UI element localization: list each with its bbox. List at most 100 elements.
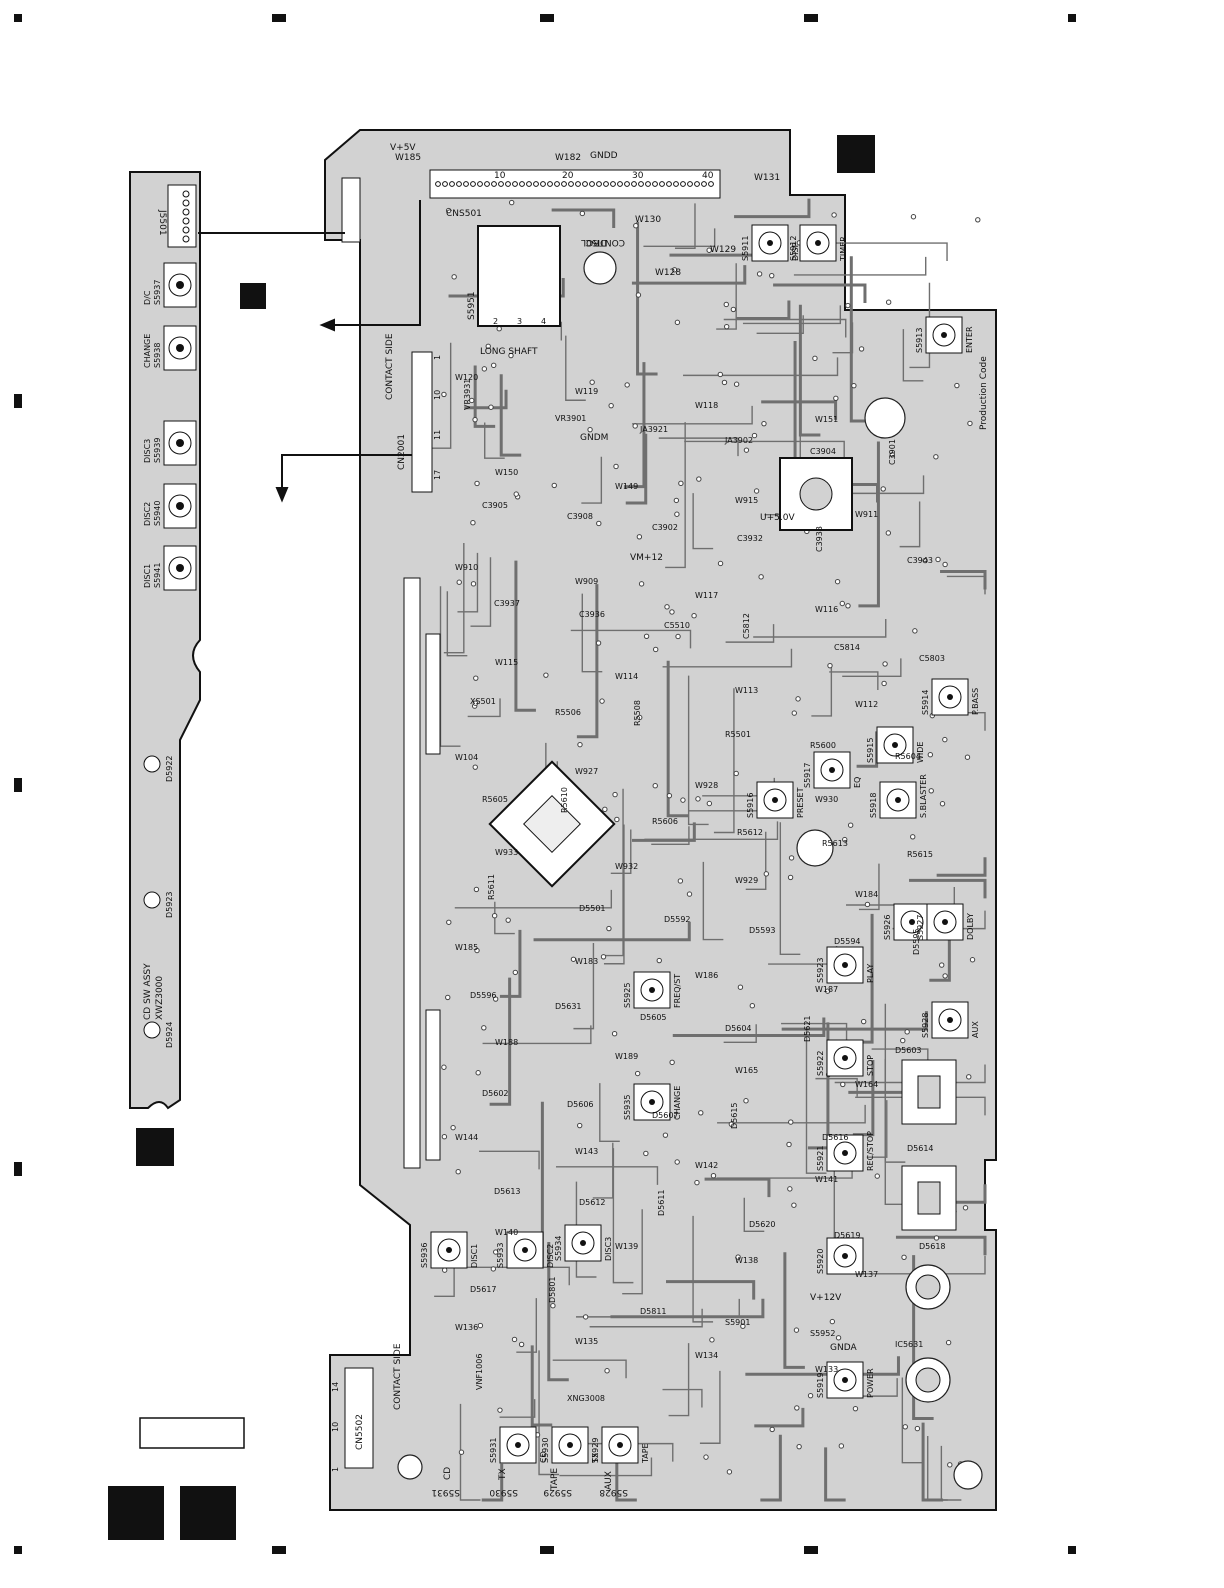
trace xyxy=(570,629,692,649)
via xyxy=(614,816,620,823)
main-switch-ref: S5919 xyxy=(816,1373,825,1398)
via xyxy=(769,272,775,279)
marker-square-d xyxy=(108,1486,164,1540)
trace xyxy=(482,1025,592,1045)
top-connector-pin xyxy=(596,181,602,187)
via xyxy=(858,346,865,352)
component-label: C5814 xyxy=(834,643,860,652)
jumper-label: W141 xyxy=(815,1175,838,1184)
via xyxy=(445,207,452,214)
component-label: C3933 xyxy=(815,526,824,552)
trace xyxy=(745,1356,900,1376)
via xyxy=(723,301,729,308)
trace xyxy=(723,1024,757,1043)
jumper-label: W116 xyxy=(815,605,838,614)
trace xyxy=(811,663,833,717)
via xyxy=(613,463,619,470)
via xyxy=(602,806,608,813)
via xyxy=(678,480,684,487)
component-label: C5510 xyxy=(664,621,690,630)
top-connector-pin xyxy=(526,181,532,187)
top-connector-pin xyxy=(491,181,497,187)
trace xyxy=(454,889,613,909)
top-label: W128 xyxy=(655,268,681,278)
trace xyxy=(734,198,811,219)
main-switch-name: REC/STOP xyxy=(866,1131,875,1171)
main-switch-name: TIMER xyxy=(839,236,848,262)
main-switch-name: WIDE xyxy=(916,742,925,763)
via xyxy=(664,604,670,610)
main-switch-name: CD xyxy=(539,1451,548,1463)
via xyxy=(831,212,837,218)
via xyxy=(696,476,702,482)
trace xyxy=(927,1435,948,1501)
component-label: R5605 xyxy=(482,795,508,804)
via xyxy=(686,891,693,897)
jumper-label: W915 xyxy=(735,496,758,505)
via xyxy=(751,432,758,439)
via xyxy=(441,391,447,398)
trace xyxy=(781,1011,928,1031)
via xyxy=(674,511,680,517)
via xyxy=(666,792,673,799)
component-label: D5593 xyxy=(749,926,776,935)
via xyxy=(796,1443,802,1450)
trace xyxy=(439,586,461,747)
main-switch: S5920 xyxy=(816,1237,864,1275)
main-switch-ref: S5928 xyxy=(921,1013,930,1038)
bottom-switch-ref-s5929: S5929 xyxy=(543,1487,572,1497)
via xyxy=(737,984,744,990)
via xyxy=(551,482,557,489)
via xyxy=(900,1037,906,1044)
via xyxy=(966,1074,972,1080)
via xyxy=(793,1327,800,1333)
via xyxy=(493,1249,499,1255)
main-switch-ref: S5935 xyxy=(623,1095,632,1120)
via xyxy=(669,1059,675,1066)
trace xyxy=(725,624,775,643)
component-label: VNF1006 xyxy=(475,1354,484,1390)
component-label: R5615 xyxy=(907,850,933,859)
trace xyxy=(912,1255,934,1421)
jumper-label: W117 xyxy=(695,591,718,600)
via xyxy=(472,416,478,423)
via xyxy=(753,488,760,494)
trace xyxy=(592,1142,614,1199)
component-label: R5508 xyxy=(633,700,642,726)
component-label: R5613 xyxy=(822,839,848,848)
component-label: D5617 xyxy=(470,1285,497,1294)
via xyxy=(942,973,948,979)
jack-ja3902-inner xyxy=(915,1367,941,1393)
trace xyxy=(581,593,603,673)
jumper-label: W928 xyxy=(695,781,718,790)
bottom-connector-pin-label: 10 xyxy=(331,1422,340,1432)
trace xyxy=(702,861,724,941)
top-label: W182 xyxy=(555,153,581,163)
via xyxy=(606,925,612,932)
mid-connector-pin-label: 10 xyxy=(433,390,442,400)
main-switch: S5926 xyxy=(883,903,931,941)
component-label: D5612 xyxy=(579,1198,606,1207)
trace xyxy=(736,300,791,320)
via xyxy=(643,633,650,639)
via xyxy=(473,675,479,681)
main-switch-ref: S5927 xyxy=(916,915,925,940)
mid-connector xyxy=(411,351,433,493)
jumper-label: W165 xyxy=(735,1066,758,1075)
jumper-label: W113 xyxy=(735,686,758,695)
jumper-label: W150 xyxy=(495,468,518,477)
trace xyxy=(470,557,492,627)
top-connector-pin xyxy=(554,181,560,187)
main-switch-ref: S5911 xyxy=(741,236,750,261)
jumper-label: W104 xyxy=(455,753,478,762)
top-label: DISC xyxy=(585,237,607,247)
main-switch-ref: S5917 xyxy=(803,763,812,788)
via xyxy=(840,1081,846,1088)
via xyxy=(470,520,476,526)
component-label: D5501 xyxy=(579,904,606,913)
component-label: D5594 xyxy=(834,937,861,946)
trace xyxy=(499,1399,536,1418)
